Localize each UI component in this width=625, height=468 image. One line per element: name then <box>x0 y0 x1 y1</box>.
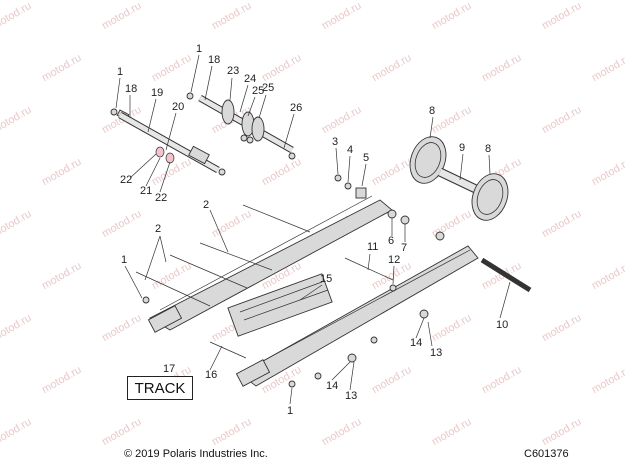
callout-1-c: 1 <box>121 254 127 266</box>
center-scissor-link <box>227 273 333 337</box>
callout-19: 19 <box>151 87 163 99</box>
callout-25-a: 25 <box>252 85 264 97</box>
callout-23: 23 <box>227 65 239 77</box>
callout-25-b: 25 <box>262 82 274 94</box>
callout-3: 3 <box>332 136 338 148</box>
callout-1-d: 1 <box>287 405 293 417</box>
callout-20: 20 <box>172 101 184 113</box>
callout-8-a: 8 <box>429 105 435 117</box>
drawing-code: C601376 <box>524 448 569 460</box>
copyright-notice: © 2019 Polaris Industries Inc. <box>124 448 268 460</box>
callout-6: 6 <box>388 235 394 247</box>
callout-14-a: 14 <box>410 337 422 349</box>
callout-11: 11 <box>367 241 378 253</box>
callout-14-b: 14 <box>326 380 338 392</box>
callout-4: 4 <box>347 144 353 156</box>
track-label-box: TRACK <box>127 376 193 400</box>
front-shaft-assembly <box>116 109 226 176</box>
callout-8-b: 8 <box>485 143 491 155</box>
cross-rods <box>135 204 394 359</box>
callout-26: 26 <box>290 102 302 114</box>
rear-shaft <box>480 257 532 293</box>
fasteners <box>110 92 445 388</box>
callout-2-b: 2 <box>155 223 161 235</box>
callout-7: 7 <box>401 242 407 254</box>
callout-15: 15 <box>320 273 332 285</box>
callout-2-a: 2 <box>203 199 209 211</box>
callout-18-b: 18 <box>208 54 220 66</box>
callout-16: 16 <box>205 369 217 381</box>
rear-idler-wheels <box>409 136 509 221</box>
slide-rails <box>147 195 479 387</box>
callout-22-a: 22 <box>120 174 132 186</box>
callout-12: 12 <box>388 254 400 266</box>
idler-shaft-assembly <box>198 94 296 160</box>
callout-13-a: 13 <box>430 347 442 359</box>
callout-1-b: 1 <box>196 43 202 55</box>
callout-24: 24 <box>244 73 256 85</box>
callout-18-a: 18 <box>125 83 137 95</box>
callout-10: 10 <box>496 319 508 331</box>
callout-17: 17 <box>163 363 175 375</box>
callout-1-a: 1 <box>117 66 123 78</box>
callout-21: 21 <box>140 185 152 197</box>
callout-13-b: 13 <box>345 390 357 402</box>
callout-9: 9 <box>459 142 465 154</box>
callout-numbers: 1 18 19 20 22 21 22 1 18 23 24 25 25 26 … <box>115 43 511 417</box>
track-label: TRACK <box>134 379 186 397</box>
callout-22-b: 22 <box>155 192 167 204</box>
callout-5: 5 <box>363 152 369 164</box>
